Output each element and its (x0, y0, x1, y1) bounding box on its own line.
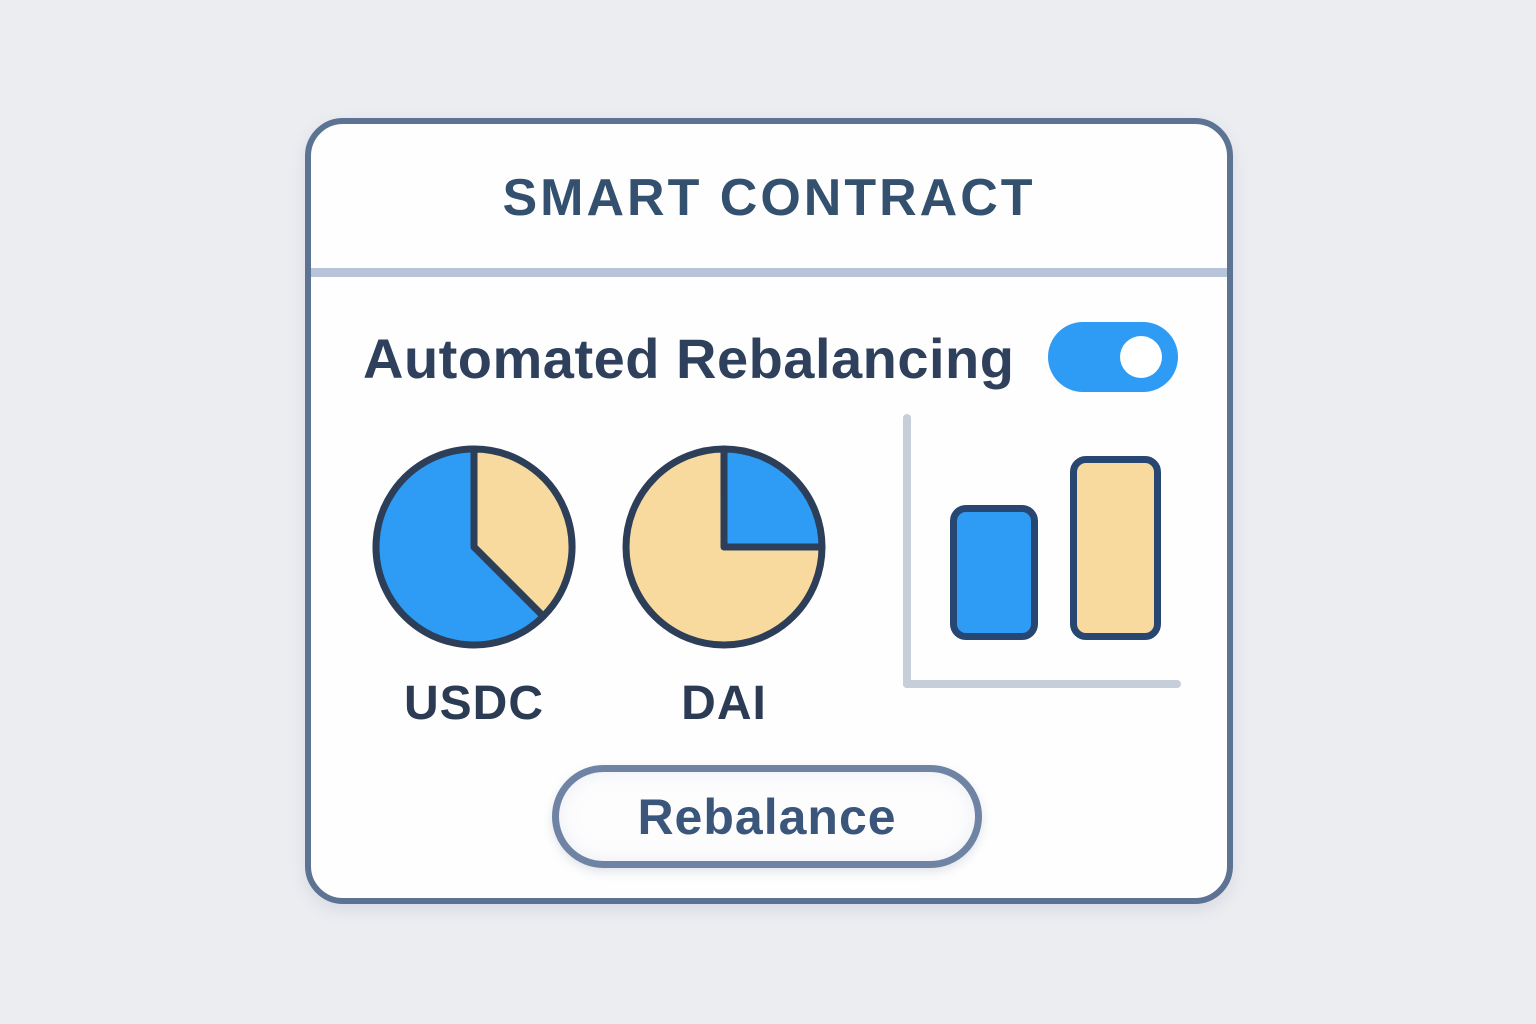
toggle-knob-icon (1120, 336, 1162, 378)
bar-chart-y-axis (903, 414, 911, 688)
smart-contract-card: SMART CONTRACT Automated Rebalancing USD… (305, 118, 1233, 904)
automated-rebalancing-toggle[interactable] (1048, 322, 1178, 392)
title-divider (311, 268, 1227, 277)
usdc-pie-chart (372, 445, 576, 649)
usdc-pie-label: USDC (403, 677, 544, 730)
bar-dai (1070, 456, 1161, 640)
card-title: SMART CONTRACT (502, 169, 1036, 227)
bar-chart-x-axis (903, 680, 1181, 688)
bar-usdc (950, 505, 1038, 640)
rebalance-button[interactable]: Rebalance (552, 765, 982, 868)
automated-rebalancing-label: Automated Rebalancing (363, 327, 1015, 390)
dai-pie-chart (622, 445, 826, 649)
dai-pie-label: DAI (681, 677, 767, 730)
